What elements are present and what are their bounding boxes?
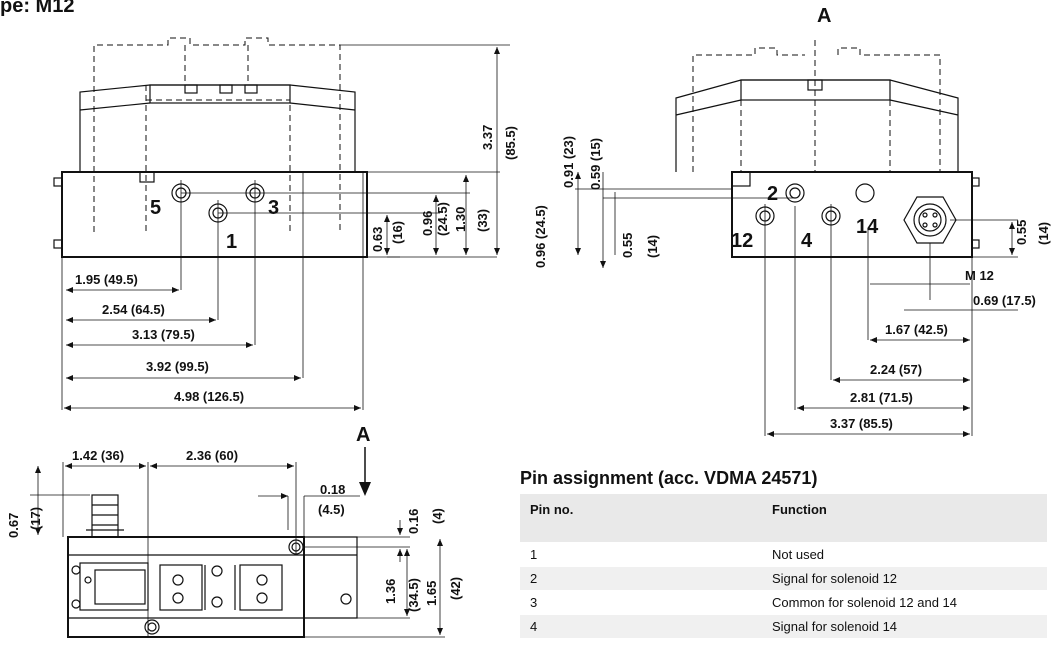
- dim-front-h1: 1.95 (49.5): [75, 272, 138, 287]
- dim-side-0-96: 0.96 (24.5): [533, 205, 548, 268]
- side-view-dimlines: [575, 172, 1018, 437]
- dim-side-h1: 0.69 (17.5): [973, 293, 1036, 308]
- dim-top-1-36-mm: (34.5): [406, 578, 421, 612]
- dim-front-v-overall-mm: (85.5): [503, 126, 518, 160]
- dim-front-v-overall: 3.37: [480, 125, 495, 150]
- pin-assignment-table: Pin no. Function 1 Not used 2 Signal for…: [520, 494, 1047, 639]
- port-label-2: 2: [767, 183, 778, 205]
- dim-front-h4: 3.92 (99.5): [146, 359, 209, 374]
- front-view-dimlines: [61, 44, 510, 411]
- table-row: 4 Signal for solenoid 14: [520, 614, 1047, 639]
- dim-top-1-65: 1.65: [424, 581, 439, 606]
- dim-side-0-55-right: 0.55: [1014, 220, 1029, 245]
- dim-front-v1-mm: (16): [390, 221, 405, 244]
- port-label-14: 14: [856, 216, 879, 238]
- dim-top-0-16-mm: (4): [430, 508, 445, 524]
- top-view-arrow: [359, 447, 371, 496]
- dim-side-h5: 3.37 (85.5): [830, 416, 893, 431]
- pin-function: Signal for solenoid 14: [762, 614, 1047, 639]
- dim-side-0-59: 0.59 (15): [588, 138, 603, 190]
- header-fragment: pe: M12: [0, 0, 74, 17]
- table-row: 2 Signal for solenoid 12: [520, 566, 1047, 591]
- pin-number: 2: [520, 566, 762, 591]
- pin-number: 4: [520, 614, 762, 639]
- table-row: 3 Common for solenoid 12 and 14: [520, 590, 1047, 615]
- dim-top-0-18-mm: (4.5): [318, 502, 345, 517]
- dim-side-thread: M 12: [965, 268, 994, 283]
- front-view: [53, 37, 368, 258]
- dim-top-1-65-mm: (42): [448, 577, 463, 600]
- pin-number: 1: [520, 542, 762, 567]
- dim-side-0-55-right-mm: (14): [1036, 222, 1051, 245]
- port-label-12: 12: [731, 230, 753, 252]
- table-row: 1 Not used: [520, 542, 1047, 567]
- side-view: [675, 40, 980, 258]
- dim-side-0-91: 0.91 (23): [561, 136, 576, 188]
- dim-top-0-16: 0.16: [406, 509, 421, 534]
- pin-function: Common for solenoid 12 and 14: [762, 590, 1047, 615]
- view-marker-top-view: A: [356, 424, 370, 446]
- dim-top-0-67: 0.67: [6, 513, 21, 538]
- dim-front-v1: 0.63: [370, 227, 385, 252]
- dim-top-1-36: 1.36: [383, 579, 398, 604]
- top-view-dimlines: [30, 462, 445, 638]
- dim-top-0-67-mm: (17): [28, 507, 43, 530]
- dim-top-0-18: 0.18: [320, 482, 345, 497]
- dim-side-0-55-left-mm: (14): [645, 235, 660, 258]
- dim-front-h3: 3.13 (79.5): [132, 327, 195, 342]
- port-label-3: 3: [268, 197, 279, 219]
- dim-front-h2: 2.54 (64.5): [102, 302, 165, 317]
- dim-front-v2-mm: (24.5): [435, 202, 450, 236]
- pin-function: Not used: [762, 542, 1047, 567]
- port-label-1: 1: [226, 231, 237, 253]
- header-pin-no: Pin no.: [520, 494, 762, 543]
- dim-front-v3-mm: (33): [475, 209, 490, 232]
- port-label-5: 5: [150, 197, 161, 219]
- view-marker-top: A: [817, 5, 831, 27]
- header-function: Function: [762, 494, 1047, 543]
- dim-front-h5: 4.98 (126.5): [174, 389, 244, 404]
- dim-front-v3: 1.30: [453, 207, 468, 232]
- dim-side-h2: 1.67 (42.5): [885, 322, 948, 337]
- dim-side-h4: 2.81 (71.5): [850, 390, 913, 405]
- dim-side-h3: 2.24 (57): [870, 362, 922, 377]
- pin-table-title: Pin assignment (acc. VDMA 24571): [520, 468, 818, 488]
- dim-top-1-42: 1.42 (36): [72, 448, 124, 463]
- pin-number: 3: [520, 590, 762, 615]
- top-view: [67, 494, 358, 638]
- dim-top-2-36: 2.36 (60): [186, 448, 238, 463]
- dim-side-0-55-left: 0.55: [620, 233, 635, 258]
- pin-function: Signal for solenoid 12: [762, 566, 1047, 591]
- port-label-4: 4: [801, 230, 813, 252]
- table-header-row: Pin no. Function: [520, 494, 1047, 543]
- dim-front-v2: 0.96: [420, 211, 435, 236]
